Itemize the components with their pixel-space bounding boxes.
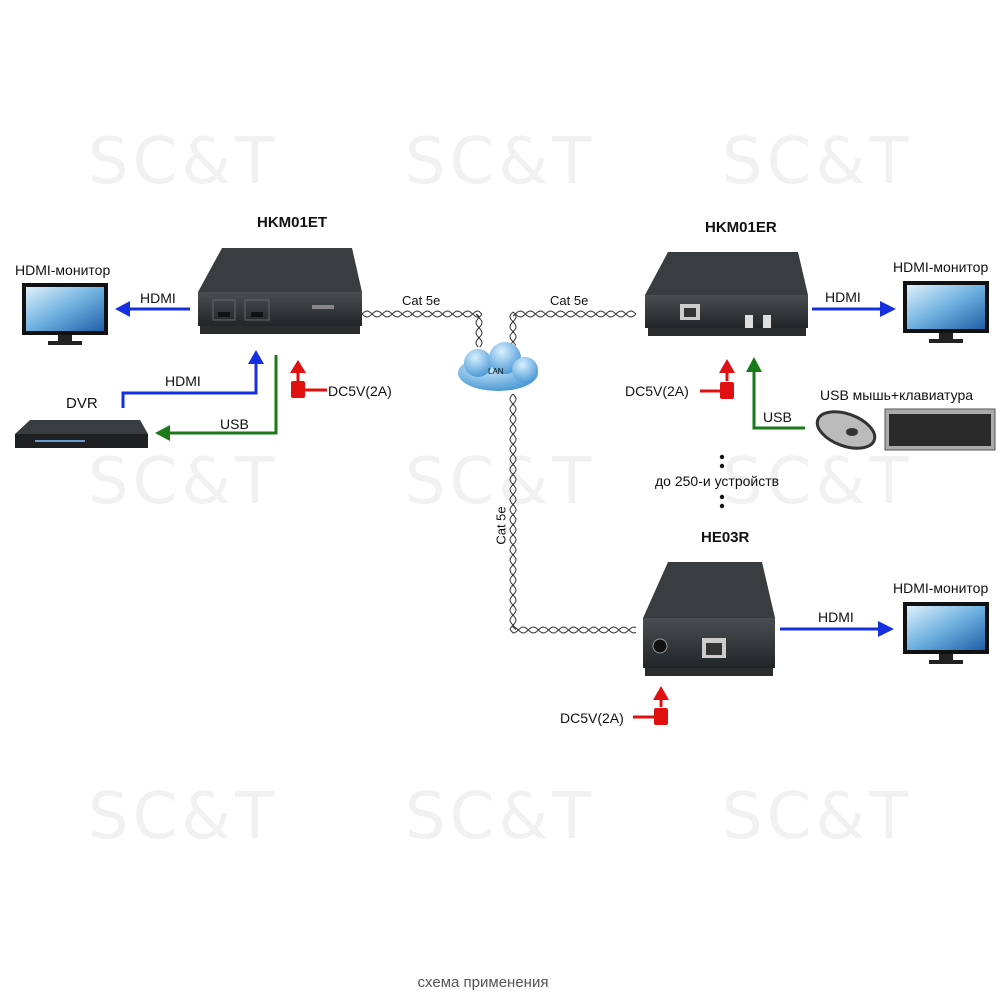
cable-strand — [509, 310, 637, 346]
watermark: SC&T — [722, 445, 913, 519]
lan-cloud — [458, 342, 538, 391]
monitor-bottom — [903, 602, 989, 664]
cat5e-label: Cat 5e — [550, 293, 589, 308]
usb-label: USB — [763, 409, 792, 425]
arrowhead-icon — [880, 301, 896, 317]
power-plug-icon — [654, 708, 668, 725]
keyboard-image — [884, 408, 996, 451]
power-arrow-icon — [719, 359, 735, 373]
watermark: SC&T — [722, 125, 913, 199]
cable-strand — [509, 393, 637, 634]
watermark: SC&T — [405, 125, 596, 199]
monitor-left — [22, 283, 108, 345]
hkm01et-device — [198, 248, 362, 334]
mouse-image — [815, 410, 877, 450]
hdmi-line-dvr — [121, 362, 258, 408]
monitor-left-label: HDMI-монитор — [15, 262, 111, 278]
hdmi-label: HDMI — [165, 373, 201, 389]
monitor-right-label: HDMI-монитор — [893, 259, 989, 275]
device-count-label: до 250-и устройств — [655, 473, 780, 489]
power-label: DC5V(2A) — [625, 383, 689, 399]
usb-label: USB — [220, 416, 249, 432]
hdmi-label: HDMI — [825, 289, 861, 305]
power-arrow-icon — [653, 686, 669, 700]
dvr-device — [15, 420, 148, 448]
power-arrow-icon — [290, 360, 306, 373]
watermark: SC&T — [88, 125, 279, 199]
watermark: SC&T — [405, 445, 596, 519]
cat5e-cables — [361, 310, 637, 634]
continuation-dots — [719, 454, 725, 509]
cable-strand — [509, 310, 637, 346]
cable-strand — [509, 393, 637, 634]
monitor-right — [903, 281, 989, 343]
arrowhead-icon — [248, 350, 264, 364]
power-label: DC5V(2A) — [560, 710, 624, 726]
footer-caption: схема применения — [417, 974, 549, 991]
hkm01er-device — [645, 252, 808, 336]
he03r-device — [643, 562, 775, 676]
arrowhead-icon — [878, 621, 894, 637]
dvr-label: DVR — [66, 395, 98, 412]
cable-strand — [361, 310, 483, 348]
cat5e-label: Cat 5e — [402, 293, 441, 308]
he03r-title: HE03R — [701, 529, 750, 546]
usb-line-rx — [752, 370, 805, 430]
watermark: SC&T — [722, 780, 913, 854]
power-plug-icon — [720, 382, 734, 399]
arrowhead-icon — [746, 357, 762, 372]
power-plug-icon — [291, 381, 305, 398]
monitor-bottom-label: HDMI-монитор — [893, 580, 989, 596]
power-label: DC5V(2A) — [328, 383, 392, 399]
watermark: SC&T — [405, 780, 596, 854]
arrowhead-icon — [115, 301, 130, 317]
cat5e-label: Cat 5e — [493, 506, 509, 545]
arrowhead-icon — [155, 425, 170, 441]
watermark: SC&T — [88, 445, 279, 519]
hdmi-label: HDMI — [140, 290, 176, 306]
hdmi-label: HDMI — [818, 609, 854, 625]
usb-peripherals-label: USB мышь+клавиатура — [820, 387, 974, 403]
hkm01er-title: HKM01ER — [705, 219, 777, 236]
hkm01et-title: HKM01ET — [257, 214, 328, 231]
usb-line-dvr — [168, 355, 278, 435]
lan-label: LAN — [488, 367, 504, 376]
cable-strand — [361, 310, 483, 348]
watermark: SC&T — [88, 780, 279, 854]
